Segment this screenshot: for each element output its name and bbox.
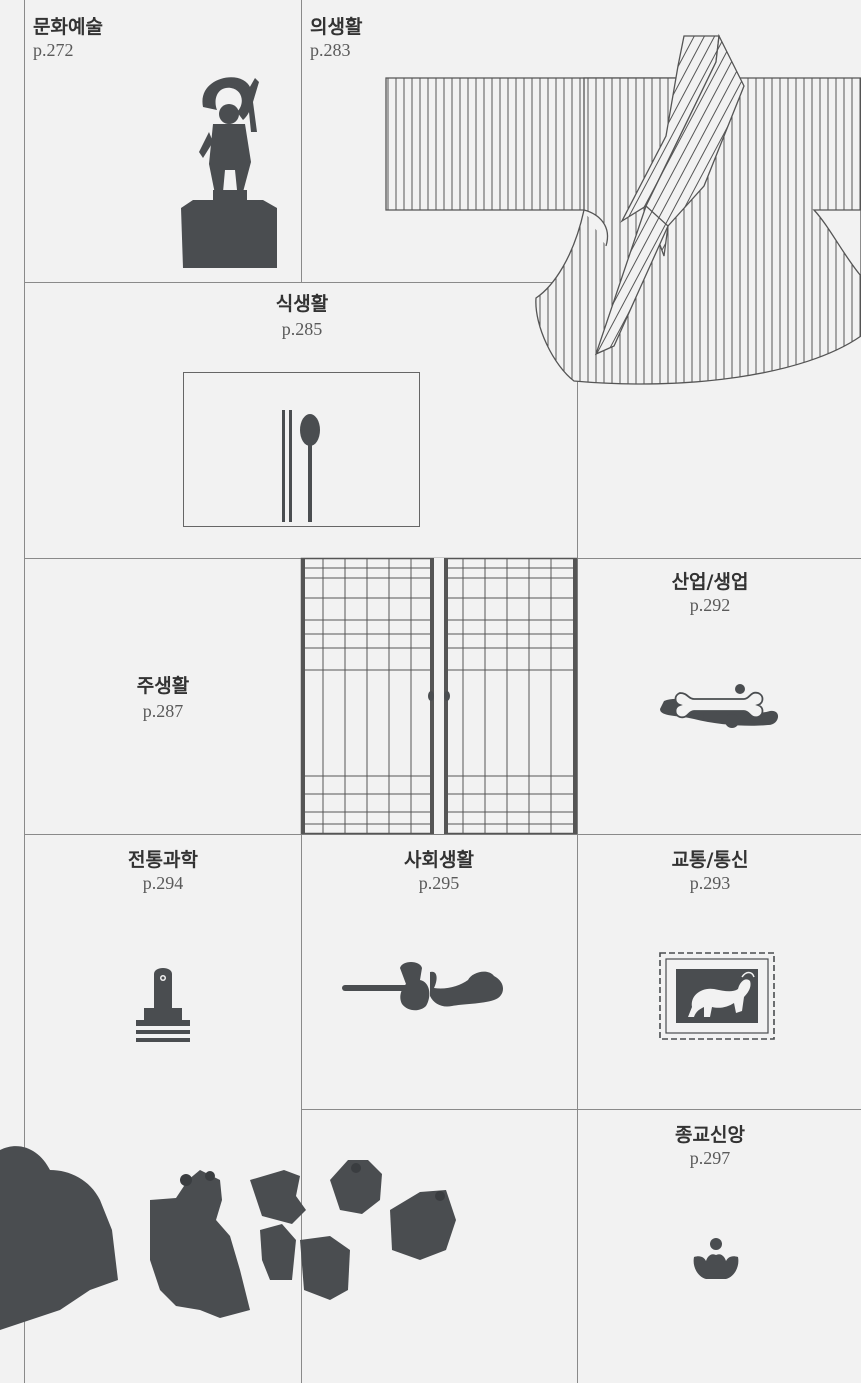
category-page: p.287 — [142, 701, 184, 721]
lotus-icon — [693, 1238, 739, 1279]
category-page: p.292 — [689, 595, 731, 615]
category-food[interactable]: 식생활 p.285 — [25, 283, 577, 558]
postage-stamp-icon — [659, 952, 775, 1040]
category-page: p.293 — [689, 873, 731, 893]
category-page: p.283 — [310, 40, 351, 60]
category-page: p.294 — [142, 873, 184, 893]
category-social[interactable]: 사회생활 p.295 — [302, 835, 577, 1109]
category-page: p.285 — [281, 319, 323, 339]
grid-line-h1 — [24, 282, 564, 283]
category-title: 의생활 — [310, 16, 363, 38]
category-page: p.295 — [418, 873, 460, 893]
category-title: 종교신앙 — [675, 1124, 745, 1146]
category-culture-art[interactable]: 문화예술 p.272 — [25, 0, 301, 282]
grid-line-v2 — [577, 330, 578, 1383]
category-industry[interactable]: 산업/생업 p.292 — [578, 559, 861, 834]
category-title: 식생활 — [275, 293, 329, 315]
category-title: 전통과학 — [128, 849, 198, 871]
grid-line-h4 — [301, 1109, 861, 1110]
category-title: 산업/생업 — [671, 571, 749, 593]
spoon-chopsticks-icon — [282, 410, 320, 522]
lattice-door-icon — [300, 557, 578, 835]
grid-line-h3 — [24, 834, 861, 835]
category-page: p.297 — [689, 1148, 731, 1168]
category-title: 주생활 — [136, 675, 190, 697]
guardian-figures-icon — [0, 1146, 456, 1330]
category-title: 문화예술 — [33, 16, 103, 38]
grid-line-v1-bottom — [301, 558, 302, 1383]
guardian-statue-icon — [181, 77, 277, 268]
hanbok-jacket-icon — [385, 33, 861, 385]
category-page: p.272 — [33, 40, 74, 60]
grid-line-left — [24, 0, 25, 1383]
category-clothing[interactable]: 의생활 p.283 — [302, 0, 861, 330]
category-religion[interactable]: 종교신앙 p.297 — [578, 1110, 861, 1383]
stamp-seal-icon — [136, 968, 190, 1042]
grid-line-v1-top — [301, 0, 302, 282]
category-title: 사회생활 — [404, 849, 474, 871]
dog-bone-icon — [660, 684, 779, 728]
category-science[interactable]: 전통과학 p.294 — [25, 835, 301, 1109]
category-housing[interactable]: 주생활 p.287 — [25, 559, 301, 834]
category-title: 교통/통신 — [671, 849, 749, 871]
pipe-figure-icon — [342, 962, 503, 1011]
category-transport[interactable]: 교통/통신 p.293 — [578, 835, 861, 1109]
food-picture-frame — [183, 372, 420, 527]
